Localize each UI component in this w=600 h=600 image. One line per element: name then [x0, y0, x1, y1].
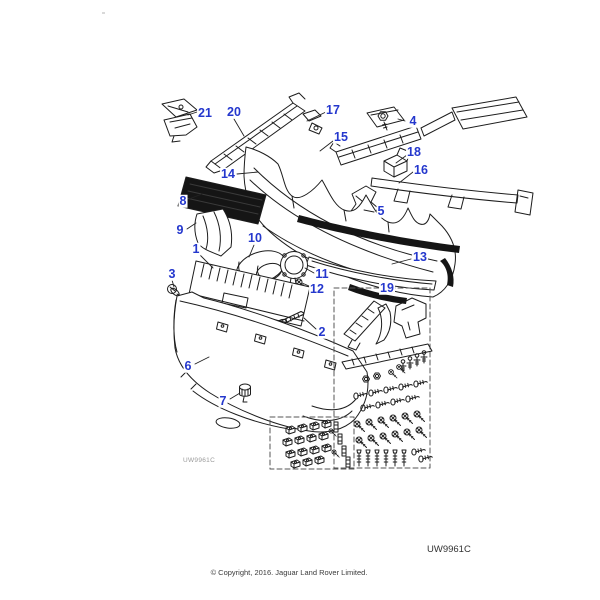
- part-17-clip-bracket: [302, 109, 323, 135]
- callout-3: 3: [167, 266, 177, 281]
- callout-4: 4: [408, 113, 418, 128]
- copyright-text: © Copyright, 2016. Jaguar Land Rover Lim…: [210, 568, 368, 577]
- part-15-impact-absorber: [329, 96, 528, 166]
- callout-9: 9: [175, 222, 185, 237]
- diagram-code: UW9961C: [427, 544, 471, 555]
- callout-12: 12: [309, 281, 325, 296]
- part-1-front-panel: [187, 260, 311, 327]
- part-4-bracket-plate: [366, 106, 405, 131]
- part-11-fog-lamp-ring: [280, 251, 308, 285]
- fitting-kit-fasteners: [353, 350, 433, 467]
- callout-2: 2: [317, 324, 327, 339]
- callout-6: 6: [183, 358, 193, 373]
- callout-18: 18: [406, 144, 422, 159]
- diagram-code-watermark: UW9961C: [183, 457, 216, 464]
- part-16-mounting-rail: [370, 177, 534, 216]
- callout-21: 21: [197, 105, 213, 120]
- callout-17: 17: [325, 102, 341, 117]
- callout-7: 7: [218, 393, 228, 408]
- print-artifact: [102, 12, 105, 14]
- part-21-bracket-pair: [161, 98, 198, 143]
- clip-kit-box: [269, 416, 355, 470]
- callout-15: 15: [333, 129, 349, 144]
- callout-leader-lines: [171, 111, 414, 400]
- callout-11: 11: [314, 266, 330, 281]
- callout-5: 5: [376, 203, 386, 218]
- part-14-bumper-cover: [243, 146, 460, 304]
- callout-14: 14: [220, 166, 236, 181]
- part-9-bezel: [194, 208, 233, 257]
- callout-16: 16: [413, 162, 429, 177]
- callout-10: 10: [247, 230, 263, 245]
- part-13-lower-trim-strip: [305, 256, 437, 291]
- callout-13: 13: [412, 249, 428, 264]
- callout-19: 19: [379, 280, 395, 295]
- callout-20: 20: [226, 104, 242, 119]
- callout-8: 8: [178, 193, 188, 208]
- callout-1: 1: [191, 241, 201, 256]
- part-20-impact-beam: [205, 92, 306, 174]
